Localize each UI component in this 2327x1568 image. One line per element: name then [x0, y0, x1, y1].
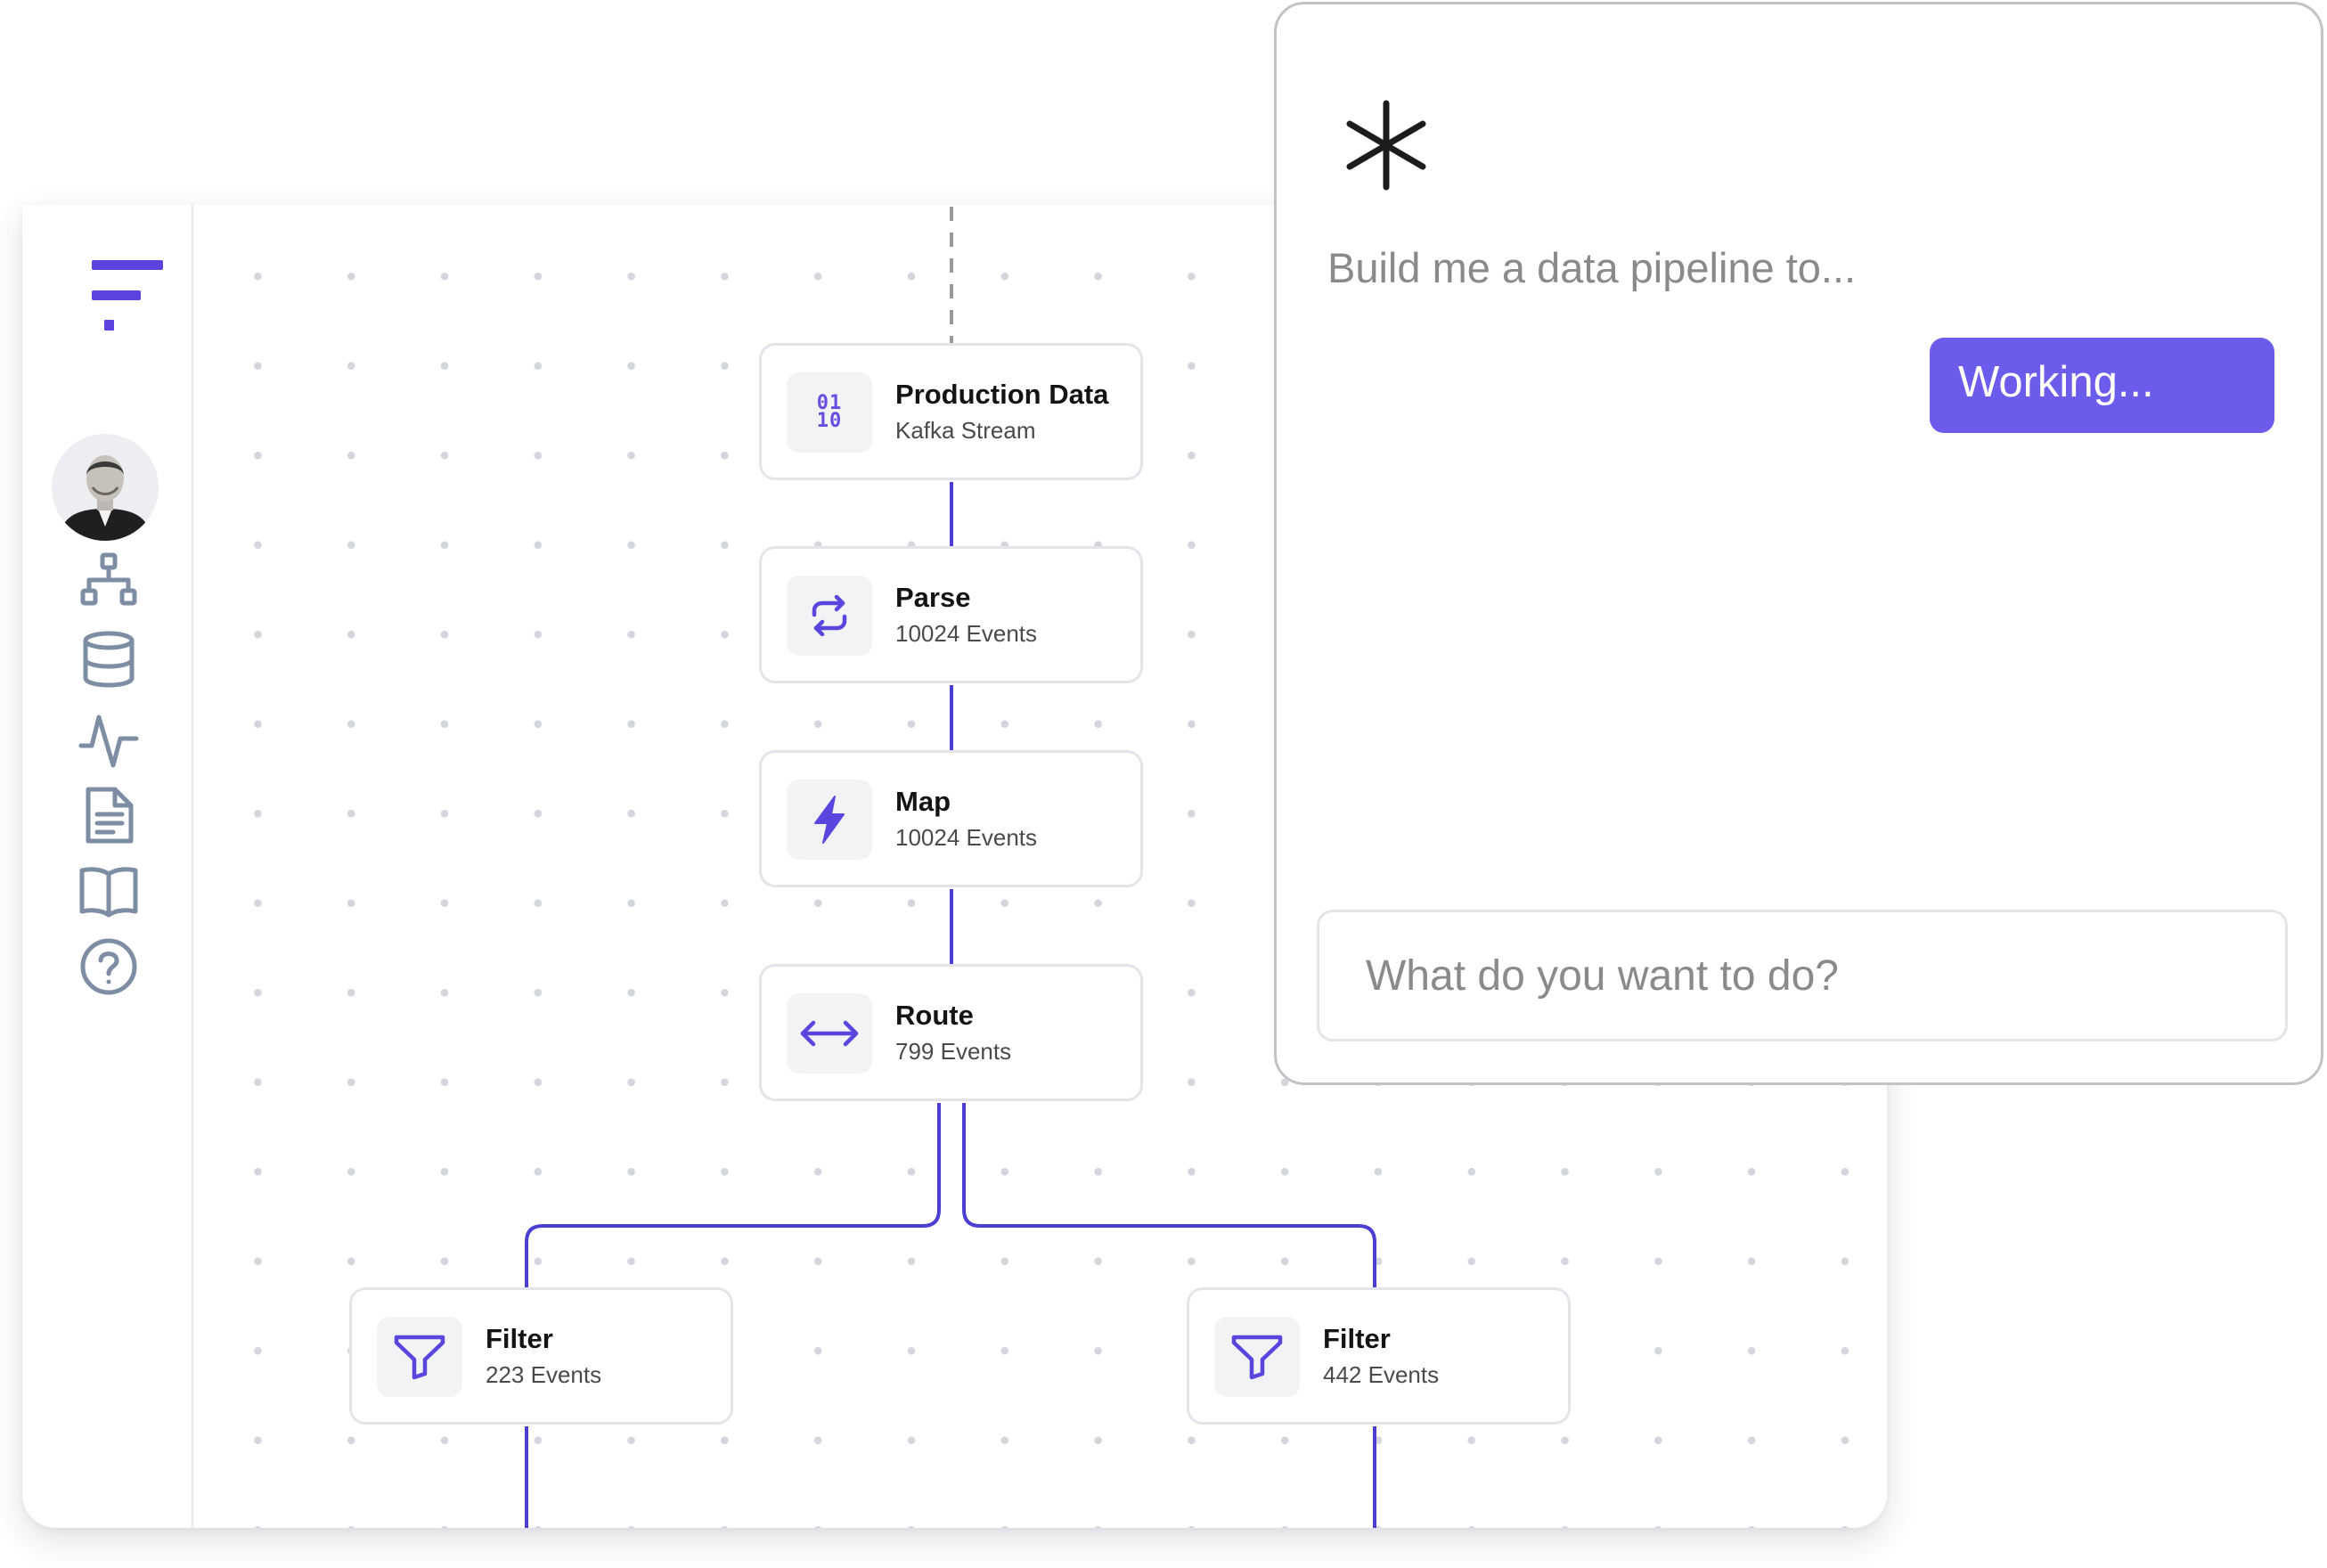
edge-route-filter-left: [525, 1103, 941, 1287]
node-subtitle: 10024 Events: [895, 620, 1038, 647]
book-icon[interactable]: [78, 860, 140, 922]
activity-icon[interactable]: [78, 708, 140, 771]
document-icon[interactable]: [78, 784, 140, 846]
node-subtitle: 799 Events: [895, 1038, 1012, 1065]
pipeline-node-route[interactable]: Route 799 Events: [759, 964, 1143, 1101]
arrows-horizontal-icon: [787, 993, 872, 1074]
node-subtitle: 442 Events: [1323, 1361, 1440, 1388]
pipeline-node-map[interactable]: Map 10024 Events: [759, 750, 1143, 887]
binary-icon: 01 10: [787, 372, 872, 453]
assistant-prompt: Build me a data pipeline to...: [1327, 244, 1857, 291]
edge-route-filter-right: [962, 1103, 1376, 1287]
working-status-button[interactable]: Working...: [1930, 338, 2274, 433]
node-title: Production Data: [895, 379, 1109, 410]
node-subtitle: Kafka Stream: [895, 417, 1036, 444]
pipeline-node-source[interactable]: 01 10 Production Data Kafka Stream: [759, 343, 1143, 480]
node-subtitle: 10024 Events: [895, 824, 1038, 851]
filter-icon: [377, 1317, 462, 1397]
sidebar: [22, 205, 193, 1528]
node-subtitle: 223 Events: [486, 1361, 602, 1388]
node-title: Filter: [486, 1323, 553, 1354]
node-title: Parse: [895, 582, 971, 613]
binary-icon-bottom: 10: [816, 410, 843, 432]
assistant-chat-input[interactable]: [1317, 910, 2288, 1041]
help-icon[interactable]: [78, 935, 140, 998]
pipeline-node-parse[interactable]: Parse 10024 Events: [759, 546, 1143, 683]
brand-logo-icon[interactable]: [69, 254, 167, 334]
filter-icon: [1214, 1317, 1300, 1397]
pipeline-node-filter-right[interactable]: Filter 442 Events: [1187, 1287, 1571, 1425]
node-title: Map: [895, 786, 951, 817]
pipeline-edges: [525, 207, 1376, 1528]
lightning-icon: [787, 780, 872, 860]
database-icon[interactable]: [78, 628, 140, 690]
pipeline-node-filter-left[interactable]: Filter 223 Events: [349, 1287, 733, 1425]
asterisk-icon: [1346, 100, 1426, 191]
pipeline-icon[interactable]: [78, 550, 140, 612]
assistant-panel: Build me a data pipeline to... Working..…: [1274, 2, 2323, 1085]
node-title: Route: [895, 1000, 974, 1031]
refresh-icon: [787, 576, 872, 656]
node-title: Filter: [1323, 1323, 1391, 1354]
avatar[interactable]: [52, 434, 159, 541]
binary-icon-top: 01: [816, 392, 843, 414]
